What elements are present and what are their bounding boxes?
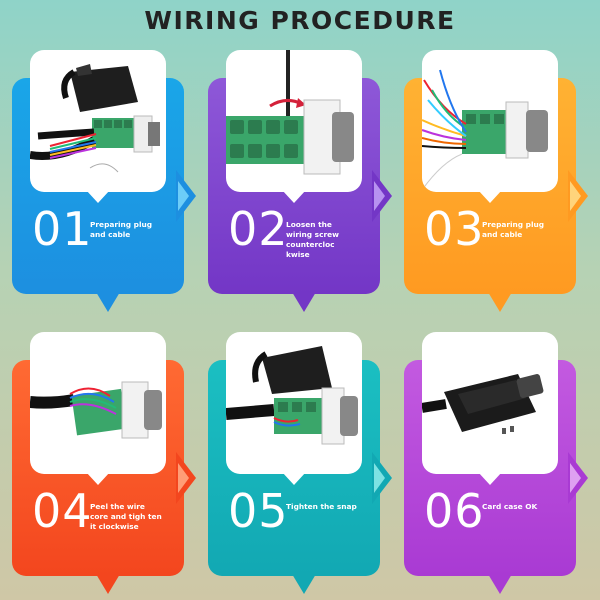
photo-pointer	[478, 190, 502, 203]
photo-pointer	[282, 472, 306, 485]
next-arrow-highlight	[178, 463, 189, 493]
step-card-02: 02 Loosen the wiring screw countercloc k…	[208, 50, 394, 312]
step-photo	[226, 50, 362, 192]
step-panel-tab	[292, 574, 316, 594]
next-arrow-highlight	[570, 463, 581, 493]
step-card-01: 01 Preparing plug and cable	[12, 50, 198, 312]
photo-pointer	[478, 472, 502, 485]
next-arrow-highlight	[374, 181, 385, 211]
step-caption: Loosen the wiring screw countercloc kwis…	[286, 220, 339, 259]
step-panel-tab	[96, 574, 120, 594]
step-panel-tab	[488, 292, 512, 312]
step-card-06: 06 Card case OK	[404, 332, 590, 594]
step-number: 02	[228, 202, 289, 256]
step-photo	[30, 332, 166, 474]
next-arrow-highlight	[178, 181, 189, 211]
step-caption: Preparing plug and cable	[90, 220, 153, 239]
photo-pointer	[282, 190, 306, 203]
step-caption: Peel the wire core and tigh ten it clock…	[90, 502, 162, 531]
step-panel-tab	[292, 292, 316, 312]
step-photo	[30, 50, 166, 192]
step-caption: Tighten the snap	[286, 502, 357, 511]
photo-pointer	[86, 190, 110, 203]
step-card-03: 03 Preparing plug and cable	[404, 50, 590, 312]
step-number: 03	[424, 202, 485, 256]
photo-pointer	[86, 472, 110, 485]
step-number: 04	[32, 484, 93, 538]
step-photo	[422, 332, 558, 474]
step-photo	[422, 50, 558, 192]
step-caption: Preparing plug and cable	[482, 220, 545, 239]
step-panel-tab	[96, 292, 120, 312]
step-photo	[226, 332, 362, 474]
step-caption: Card case OK	[482, 502, 538, 511]
next-arrow-highlight	[374, 463, 385, 493]
page-title: WIRING PROCEDURE	[144, 6, 456, 35]
step-number: 06	[424, 484, 485, 538]
next-arrow-highlight	[570, 181, 581, 211]
step-card-05: 05 Tighten the snap	[208, 332, 394, 594]
step-card-04: 04 Peel the wire core and tigh ten it cl…	[12, 332, 198, 594]
step-number: 05	[228, 484, 289, 538]
step-panel-tab	[488, 574, 512, 594]
step-number: 01	[32, 202, 93, 256]
